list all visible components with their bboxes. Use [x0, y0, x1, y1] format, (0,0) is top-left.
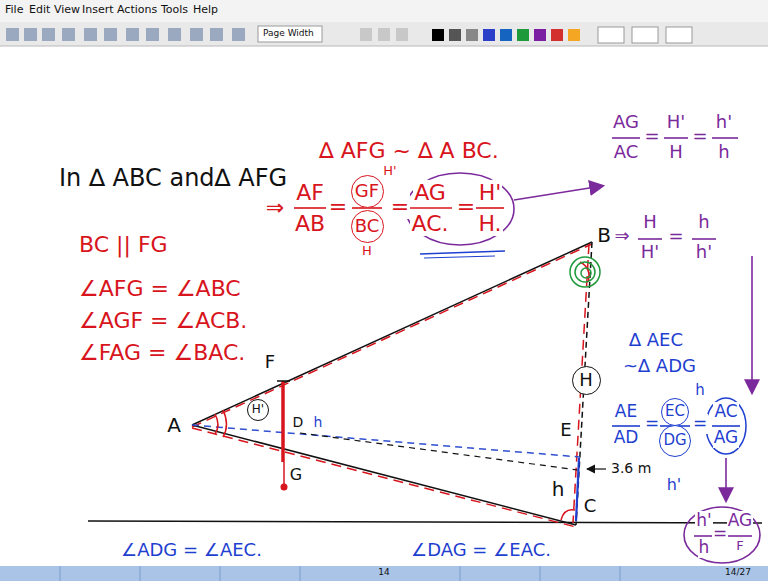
handwritten-label: = — [328, 194, 348, 219]
handwritten-label: AG — [727, 511, 754, 531]
handwritten-label: ∠FAG = ∠BAC. — [78, 340, 246, 365]
handwritten-label: AC. — [410, 211, 449, 236]
circled-term: H — [572, 366, 601, 395]
circled-term: BC — [351, 210, 384, 243]
handwritten-label: h' — [666, 476, 683, 494]
handwritten-label: ∆ AEC — [628, 330, 684, 351]
handwritten-label: h — [694, 382, 706, 399]
circled-text: H — [579, 370, 593, 391]
handwritten-label: H' — [382, 164, 397, 179]
handwritten-label: ∠DAG = ∠EAC. — [410, 540, 552, 561]
circled-text: GF — [355, 181, 379, 202]
handwritten-label: = — [644, 414, 660, 434]
handwritten-label: E — [559, 420, 572, 441]
handwritten-label: h — [717, 142, 730, 163]
menu-label: View — [53, 4, 81, 17]
handwritten-label: AG — [713, 428, 740, 448]
handwritten-label: ⇒ — [265, 195, 285, 220]
handwritten-label: h' — [695, 242, 713, 263]
handwritten-label: AC — [613, 142, 640, 163]
handwritten-label: h — [697, 212, 710, 233]
menu-label: Actions — [116, 4, 158, 17]
circled-text: DG — [663, 432, 686, 449]
handwritten-label: = — [390, 194, 410, 219]
handwritten-label: ∠AFG = ∠ABC — [78, 276, 242, 301]
menu-label: Help — [192, 4, 219, 17]
handwritten-label: = — [667, 226, 684, 247]
handwritten-label: 3.6 m — [610, 460, 652, 476]
handwritten-label: B — [596, 224, 612, 247]
circled-text: H' — [252, 403, 264, 417]
handwritten-label: H' — [478, 180, 503, 205]
handwritten-label: h — [698, 538, 711, 558]
handwritten-label: C — [583, 496, 598, 517]
handwritten-label: = — [456, 194, 476, 219]
handwritten-label: = — [712, 524, 728, 544]
handwritten-label: ~∆ ADG — [622, 356, 697, 377]
menu-label: Insert — [81, 4, 115, 17]
circled-term: GF — [351, 175, 384, 208]
handwritten-label: = — [643, 126, 660, 147]
handwritten-label: AG — [612, 112, 640, 133]
handwritten-label: ∆ AFG ~ ∆ A BC. — [318, 138, 500, 163]
handwritten-label: AE — [614, 402, 638, 422]
circled-text: BC — [355, 216, 380, 237]
menu-label: Tools — [160, 4, 189, 17]
handwritten-label: h — [313, 414, 324, 430]
handwritten-label: BC || FG — [78, 232, 169, 257]
handwritten-label: H — [642, 212, 658, 233]
handwritten-label: ∠ADG = ∠AEC. — [120, 540, 263, 561]
handwritten-label: = — [691, 126, 708, 147]
handwritten-label: ∠AGF = ∠ACB. — [78, 308, 248, 333]
handwritten-label: h' — [715, 112, 733, 133]
handwritten-label: D — [292, 414, 305, 430]
handwritten-label: AD — [613, 428, 640, 448]
page-number: 14/27 — [724, 567, 752, 577]
handwritten-label: A — [166, 414, 182, 437]
circled-term: EC — [661, 398, 689, 426]
handwritten-label: h — [551, 478, 566, 501]
page-number: 14 — [377, 567, 390, 577]
handwritten-label: H' — [666, 112, 686, 133]
handwritten-label: G — [289, 466, 303, 484]
handwritten-label: h' — [695, 511, 712, 531]
handwritten-label: H — [668, 142, 684, 163]
handwritten-label: H' — [640, 242, 660, 263]
menu-label: Page Width — [262, 28, 315, 38]
circled-text: EC — [665, 403, 685, 420]
handwritten-label: AB — [294, 211, 326, 236]
circled-term: H' — [247, 399, 269, 421]
handwritten-label: AG — [413, 180, 447, 205]
menu-label: Edit — [28, 4, 51, 17]
handwritten-label: F — [264, 352, 276, 373]
handwritten-label: H. — [477, 211, 502, 236]
handwritten-label: AC — [713, 402, 738, 422]
handwritten-label: F — [735, 539, 744, 554]
handwritten-label: AF — [295, 180, 325, 205]
menu-label: File — [4, 4, 24, 17]
handwritten-label: In ∆ ABC and∆ AFG — [58, 165, 288, 193]
circled-term: DG — [659, 425, 691, 457]
handwritten-label: H — [361, 244, 373, 259]
handwritten-label: = — [692, 414, 708, 434]
handwritten-label: ⇒ — [613, 226, 630, 247]
